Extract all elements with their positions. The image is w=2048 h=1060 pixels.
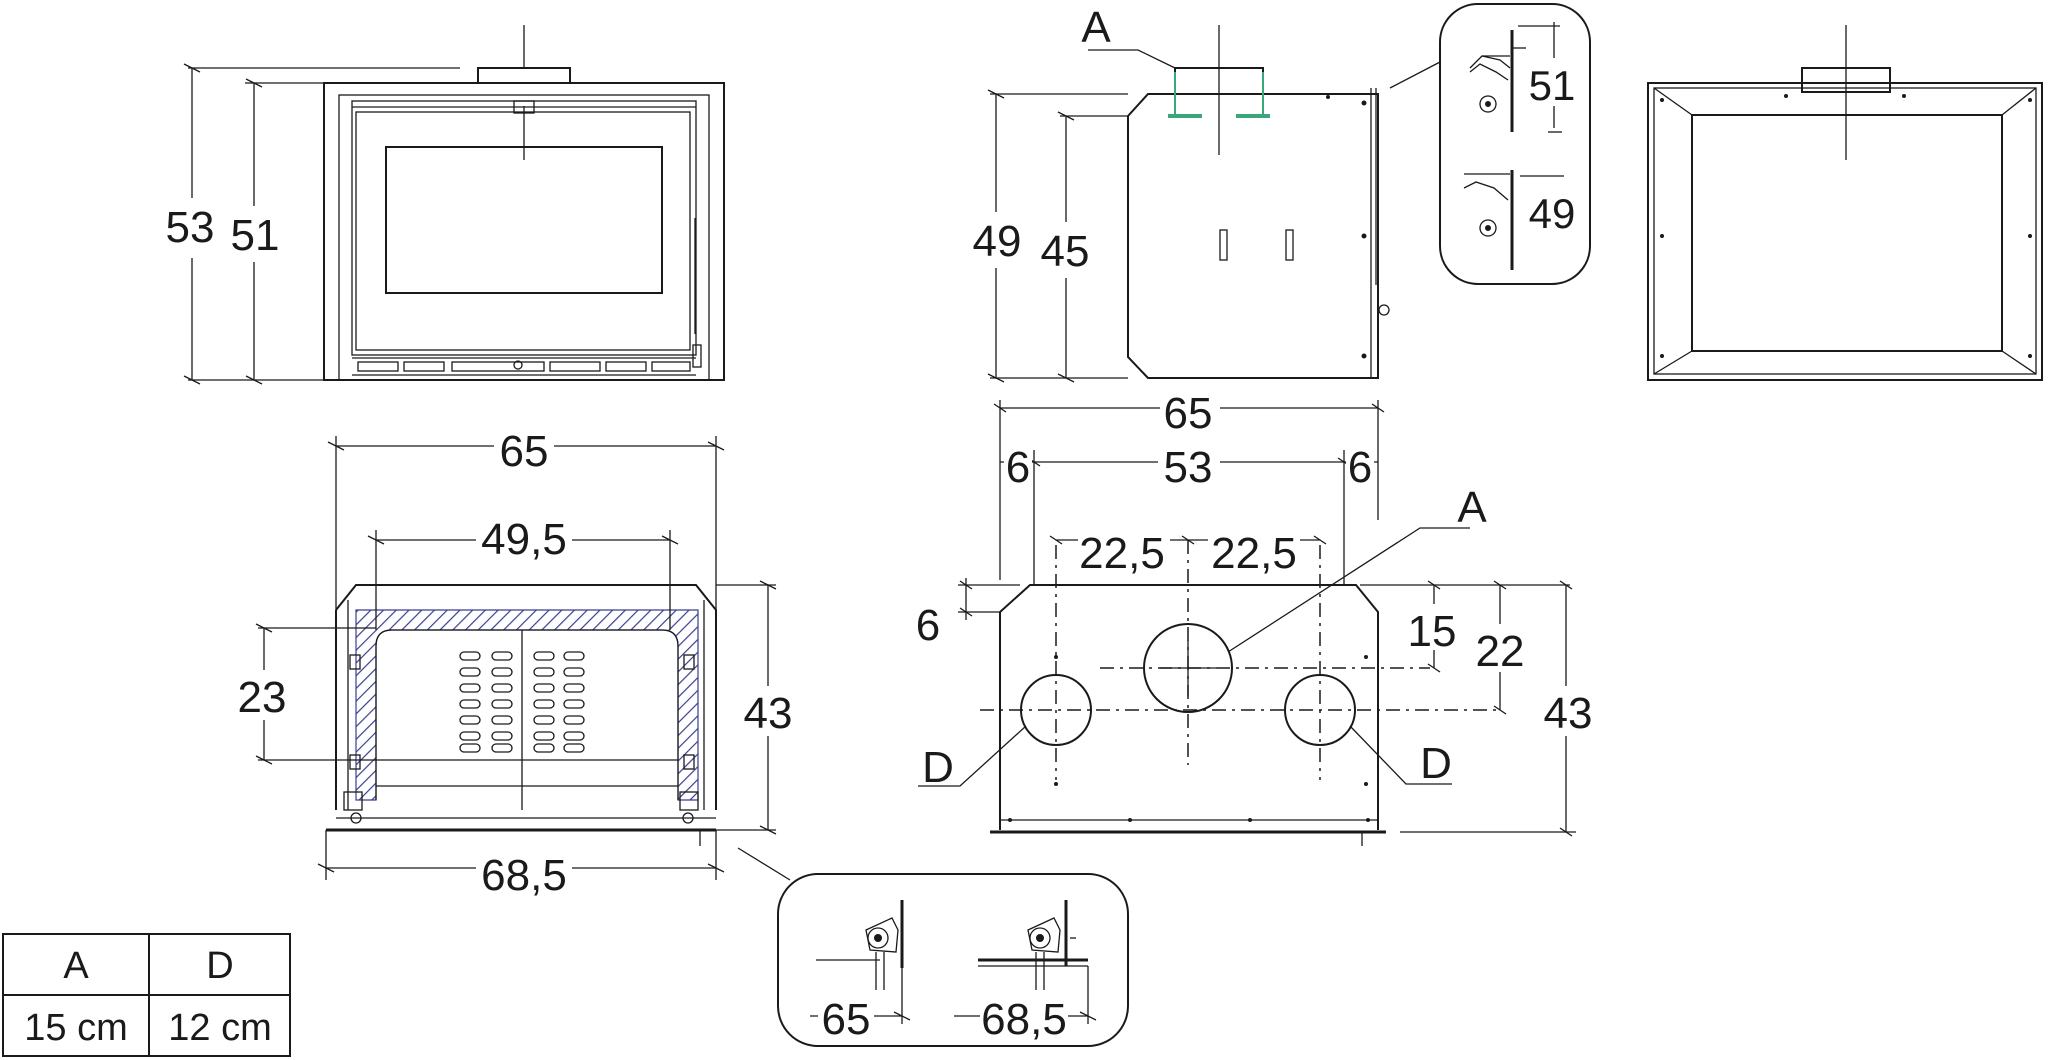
plan-width-inner: 49,5: [481, 515, 567, 564]
flue-dim-15: 15: [1408, 607, 1457, 656]
flue-width-total: 65: [1164, 389, 1213, 438]
plan-depth: 43: [744, 689, 793, 738]
side-height-inner: 45: [1041, 227, 1090, 276]
flue-label-d-right: D: [1420, 739, 1452, 788]
legend-value-d: 12 cm: [168, 1007, 271, 1049]
side-height-outer: 49: [973, 217, 1022, 266]
front-height-inner: 51: [231, 211, 280, 260]
flue-margin-left: 6: [1006, 443, 1030, 492]
detail-top: 51 49: [1439, 3, 1591, 285]
legend-table: A D 15 cm 12 cm: [2, 933, 291, 1057]
plan-depth-side: 23: [238, 673, 287, 722]
detail-top-dim-upper: 51: [1529, 62, 1576, 109]
side-label-a: A: [1081, 3, 1111, 52]
flue-offset-right: 22,5: [1211, 529, 1297, 578]
legend-value-a: 15 cm: [24, 1007, 127, 1049]
plan-width-total: 68,5: [481, 851, 567, 900]
plan-width-outer: 65: [500, 427, 549, 476]
front-view: 53 51: [162, 25, 725, 385]
front-vents: [357, 361, 691, 372]
legend-header-a: A: [63, 945, 89, 987]
side-view: A 49 45: [970, 3, 1441, 383]
plan-view: 65 49,5 23 43 68,5: [236, 422, 798, 900]
front-height-outer: 53: [166, 203, 215, 252]
flue-label-d-left: D: [922, 743, 954, 792]
flue-top-offset: 6: [916, 601, 940, 650]
flue-dim-22: 22: [1476, 627, 1525, 676]
flue-width-mid: 53: [1164, 443, 1213, 492]
detail-bottom: 65 68,5: [777, 873, 1129, 1047]
flue-margin-right: 6: [1348, 443, 1372, 492]
detail-bottom-dim-right: 68,5: [981, 995, 1067, 1044]
flue-height: 43: [1544, 689, 1593, 738]
flue-offset-left: 22,5: [1079, 529, 1165, 578]
flue-label-a: A: [1457, 483, 1487, 532]
rear-view: [1647, 25, 2043, 381]
flue-layout-view: 65 6 53 6 22,5 22,5 6 A D D: [916, 388, 1596, 846]
legend-header-d: D: [206, 945, 233, 987]
plan-vents: [459, 651, 585, 753]
detail-top-dim-lower: 49: [1529, 190, 1576, 237]
detail-bottom-dim-left: 65: [822, 995, 871, 1044]
